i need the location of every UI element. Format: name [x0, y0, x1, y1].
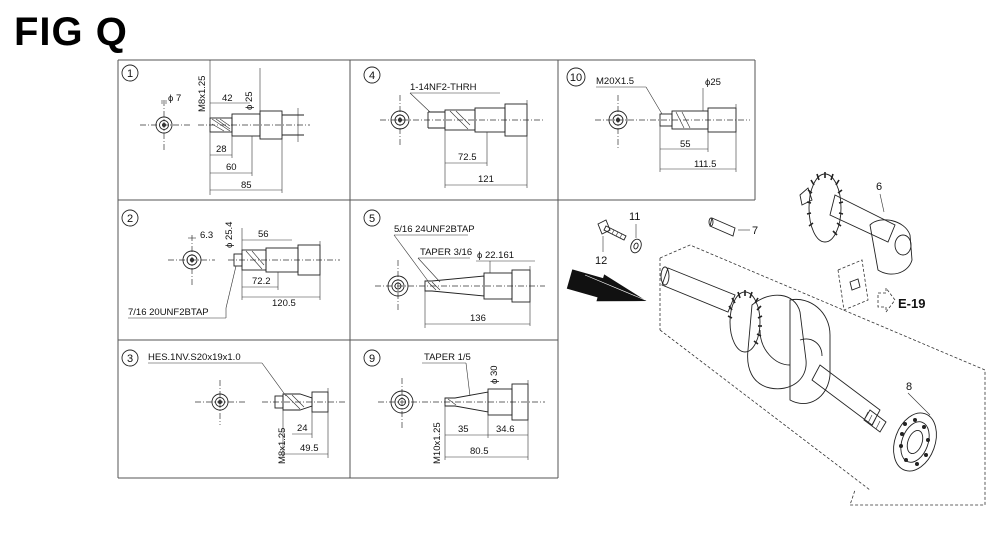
dim-label: 56: [258, 229, 269, 240]
panel-number: 3: [127, 353, 133, 365]
dim-label: 34.6: [496, 424, 515, 435]
bolt-icon: [597, 219, 627, 241]
dim-label: 42: [222, 93, 233, 104]
dim-label: M10x1.25: [432, 422, 443, 464]
crankshaft-assembly-box: [659, 244, 986, 506]
crank-gear-icon: [799, 172, 913, 275]
dim-label: 72.2: [252, 276, 271, 287]
panel-number: 10: [570, 72, 582, 84]
panel-number: 4: [369, 70, 375, 82]
panel-5-shaft-end: 5 5/16 24UNF2BTAP TAPER 3/16 ϕ 22.161: [363, 209, 545, 328]
dim-label: 24: [297, 423, 308, 434]
callout-6: 6: [876, 181, 882, 193]
dim-label: M8x1.25: [197, 76, 208, 112]
dim-label: 121: [478, 174, 494, 185]
panel-grid-frame: [117, 59, 756, 479]
dim-label: ϕ 22.161: [477, 250, 514, 261]
direction-arrow: [566, 269, 647, 302]
washer-icon: [630, 238, 642, 254]
dim-label: ϕ 25: [244, 91, 255, 110]
dim-label: 85: [241, 180, 252, 191]
dim-label: 60: [226, 162, 237, 173]
dim-label: 7/16 20UNF2BTAP: [128, 307, 209, 318]
panel-number: 2: [127, 213, 133, 225]
woodruff-key-icon: [708, 217, 736, 237]
panel-2-shaft-end: 2 6.3 ϕ 25.4 56 72.2 120.5: [121, 209, 340, 319]
panel-3-shaft-end: 3 HES.1NV.S20x19x1.0 M8x1.25 24 49.5: [121, 349, 345, 464]
panel-number: 1: [127, 68, 133, 80]
dim-label: 111.5: [694, 159, 716, 170]
callout-7: 7: [752, 225, 758, 237]
dim-label: M8x1.25: [277, 428, 288, 464]
panel-number-circle: [121, 64, 139, 82]
dim-label: 6.3: [200, 230, 213, 241]
callout-8: 8: [906, 381, 912, 393]
panel-1-shaft-end: 1 ϕ 7 M8x1.25 ϕ 25: [121, 60, 310, 195]
dim-label: 35: [458, 424, 469, 435]
dim-label: 49.5: [300, 443, 319, 454]
dim-label: 5/16 24UNF2BTAP: [394, 224, 475, 235]
dim-label: 136: [470, 313, 486, 324]
dim-label: TAPER 1/5: [424, 352, 471, 363]
panel-9-shaft-end: 9 TAPER 1/5 ϕ 30 M10x1.25 35 34.6 80.5: [363, 349, 545, 464]
dim-label: 120.5: [272, 298, 296, 309]
dim-label: 55: [680, 139, 691, 150]
dim-label: ϕ 30: [489, 365, 500, 384]
dim-label: HES.1NV.S20x19x1.0: [148, 352, 241, 363]
dim-label: TAPER 3/16: [420, 247, 472, 258]
dim-label: 1-14NF2-THRH: [410, 82, 477, 93]
panel-number: 5: [369, 213, 375, 225]
panel-4-shaft-end: 4 1-14NF2-THRH 72.5 121: [363, 66, 545, 188]
dim-label: 80.5: [470, 446, 489, 457]
dim-label: ϕ 7: [168, 93, 181, 104]
reference-e19: E-19: [837, 259, 925, 314]
dim-label: ϕ25: [705, 77, 721, 88]
dim-label: 72.5: [458, 152, 477, 163]
bearing-icon: [893, 412, 937, 472]
callout-12: 12: [595, 255, 607, 267]
reference-label: E-19: [898, 296, 925, 311]
dim-label: M20X1.5: [596, 76, 634, 87]
figure-title: FIG Q: [14, 10, 128, 54]
panel-number: 9: [369, 353, 375, 365]
callout-11: 11: [629, 211, 640, 223]
dim-label: ϕ 25.4: [224, 222, 235, 248]
crankshaft-icon: [660, 266, 887, 433]
panel-10-shaft-end: 10 M20X1.5 ϕ25 55 111.5: [566, 67, 750, 172]
dim-label: 28: [216, 144, 227, 155]
